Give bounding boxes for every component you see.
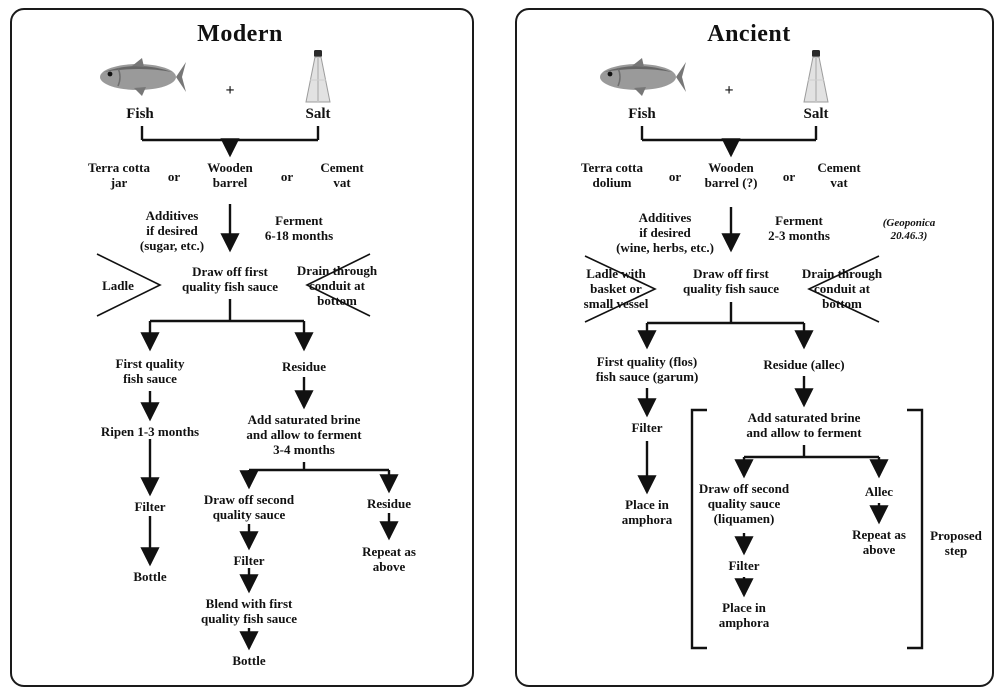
ancient-residue: Residue (allec) — [763, 357, 845, 372]
modern-repeat: Repeat as above — [362, 544, 416, 575]
salt-icon — [803, 50, 829, 103]
ancient-first-quality: First quality (flos) fish sauce (garum) — [595, 354, 699, 385]
ancient-draw-second: Draw off second quality sauce (liquamen) — [698, 481, 790, 527]
ancient-ladle-note: Ladle with basket or small vessel — [583, 266, 649, 312]
modern-residue-2: Residue — [366, 496, 412, 511]
ancient-vessel-vat: Cement vat — [817, 160, 861, 191]
panel-ancient: Ancient Fish + Salt Terra cotta dolium o… — [515, 8, 994, 687]
proposed-step-bracket-left — [690, 408, 707, 650]
ancient-allec: Allec — [864, 484, 894, 499]
modern-vessel-jar: Terra cotta jar — [88, 160, 150, 191]
modern-plus-sign: + — [225, 82, 235, 99]
ancient-fish-label: Fish — [628, 106, 656, 122]
modern-filter-2: Filter — [233, 553, 265, 568]
modern-vessel-barrel: Wooden barrel — [207, 160, 253, 191]
modern-flow-lines — [96, 126, 399, 651]
ancient-plus-sign: + — [724, 82, 734, 99]
modern-fish-label: Fish — [126, 106, 154, 122]
modern-ferment-note: Ferment 6-18 months — [264, 213, 334, 244]
ancient-ferment-note: Ferment 2-3 months — [768, 213, 830, 244]
ancient-draw-first: Draw off first quality fish sauce — [682, 266, 780, 297]
modern-bottle-2: Bottle — [232, 653, 266, 668]
ancient-salt-label: Salt — [803, 106, 829, 122]
ancient-drain-note: Drain through conduit at bottom — [801, 266, 883, 312]
fish-icon — [100, 58, 186, 96]
modern-additives-note: Additives if desired (sugar, etc.) — [139, 208, 205, 254]
ancient-flow-lines — [584, 126, 924, 650]
ancient-filter-1: Filter — [631, 420, 663, 435]
ancient-add-brine: Add saturated brine and allow to ferment — [746, 410, 862, 441]
panel-modern: Modern Fish + Salt Terra cotta jar or Wo… — [10, 8, 474, 687]
fish-icon — [600, 58, 686, 96]
modern-drain-note: Drain through conduit at bottom — [296, 263, 378, 309]
modern-residue: Residue — [281, 359, 327, 374]
ancient-or-1: or — [668, 169, 682, 184]
ancient-additives-note: Additives if desired (wine, herbs, etc.) — [616, 210, 714, 256]
modern-title: Modern — [197, 21, 283, 47]
salt-icon — [305, 50, 331, 103]
modern-filter-1: Filter — [134, 499, 166, 514]
modern-or-1: or — [167, 169, 181, 184]
ancient-amphora-1: Place in amphora — [621, 497, 673, 528]
proposed-step-bracket-right — [907, 408, 924, 650]
ancient-geoponica-citation: (Geoponica 20.46.3) — [882, 217, 936, 242]
modern-bottle-1: Bottle — [133, 569, 167, 584]
ancient-vessel-barrel: Wooden barrel (?) — [704, 160, 758, 191]
ancient-or-2: or — [782, 169, 796, 184]
modern-first-quality: First quality fish sauce — [115, 356, 185, 387]
modern-vessel-vat: Cement vat — [320, 160, 364, 191]
modern-ripen: Ripen 1-3 months — [100, 424, 200, 439]
modern-or-2: or — [280, 169, 294, 184]
modern-ladle-note: Ladle — [102, 278, 134, 293]
modern-blend: Blend with first quality fish sauce — [200, 596, 298, 627]
modern-salt-label: Salt — [305, 106, 331, 122]
modern-draw-first: Draw off first quality fish sauce — [181, 264, 279, 295]
ancient-amphora-2: Place in amphora — [718, 600, 770, 631]
ancient-title: Ancient — [707, 21, 791, 47]
ancient-vessel-dolium: Terra cotta dolium — [581, 160, 643, 191]
ancient-filter-2: Filter — [728, 558, 760, 573]
ancient-repeat: Repeat as above — [852, 527, 906, 558]
ancient-proposed-step-label: Proposed step — [930, 528, 982, 559]
modern-add-brine: Add saturated brine and allow to ferment… — [246, 412, 362, 458]
modern-draw-second: Draw off second quality sauce — [203, 492, 295, 523]
